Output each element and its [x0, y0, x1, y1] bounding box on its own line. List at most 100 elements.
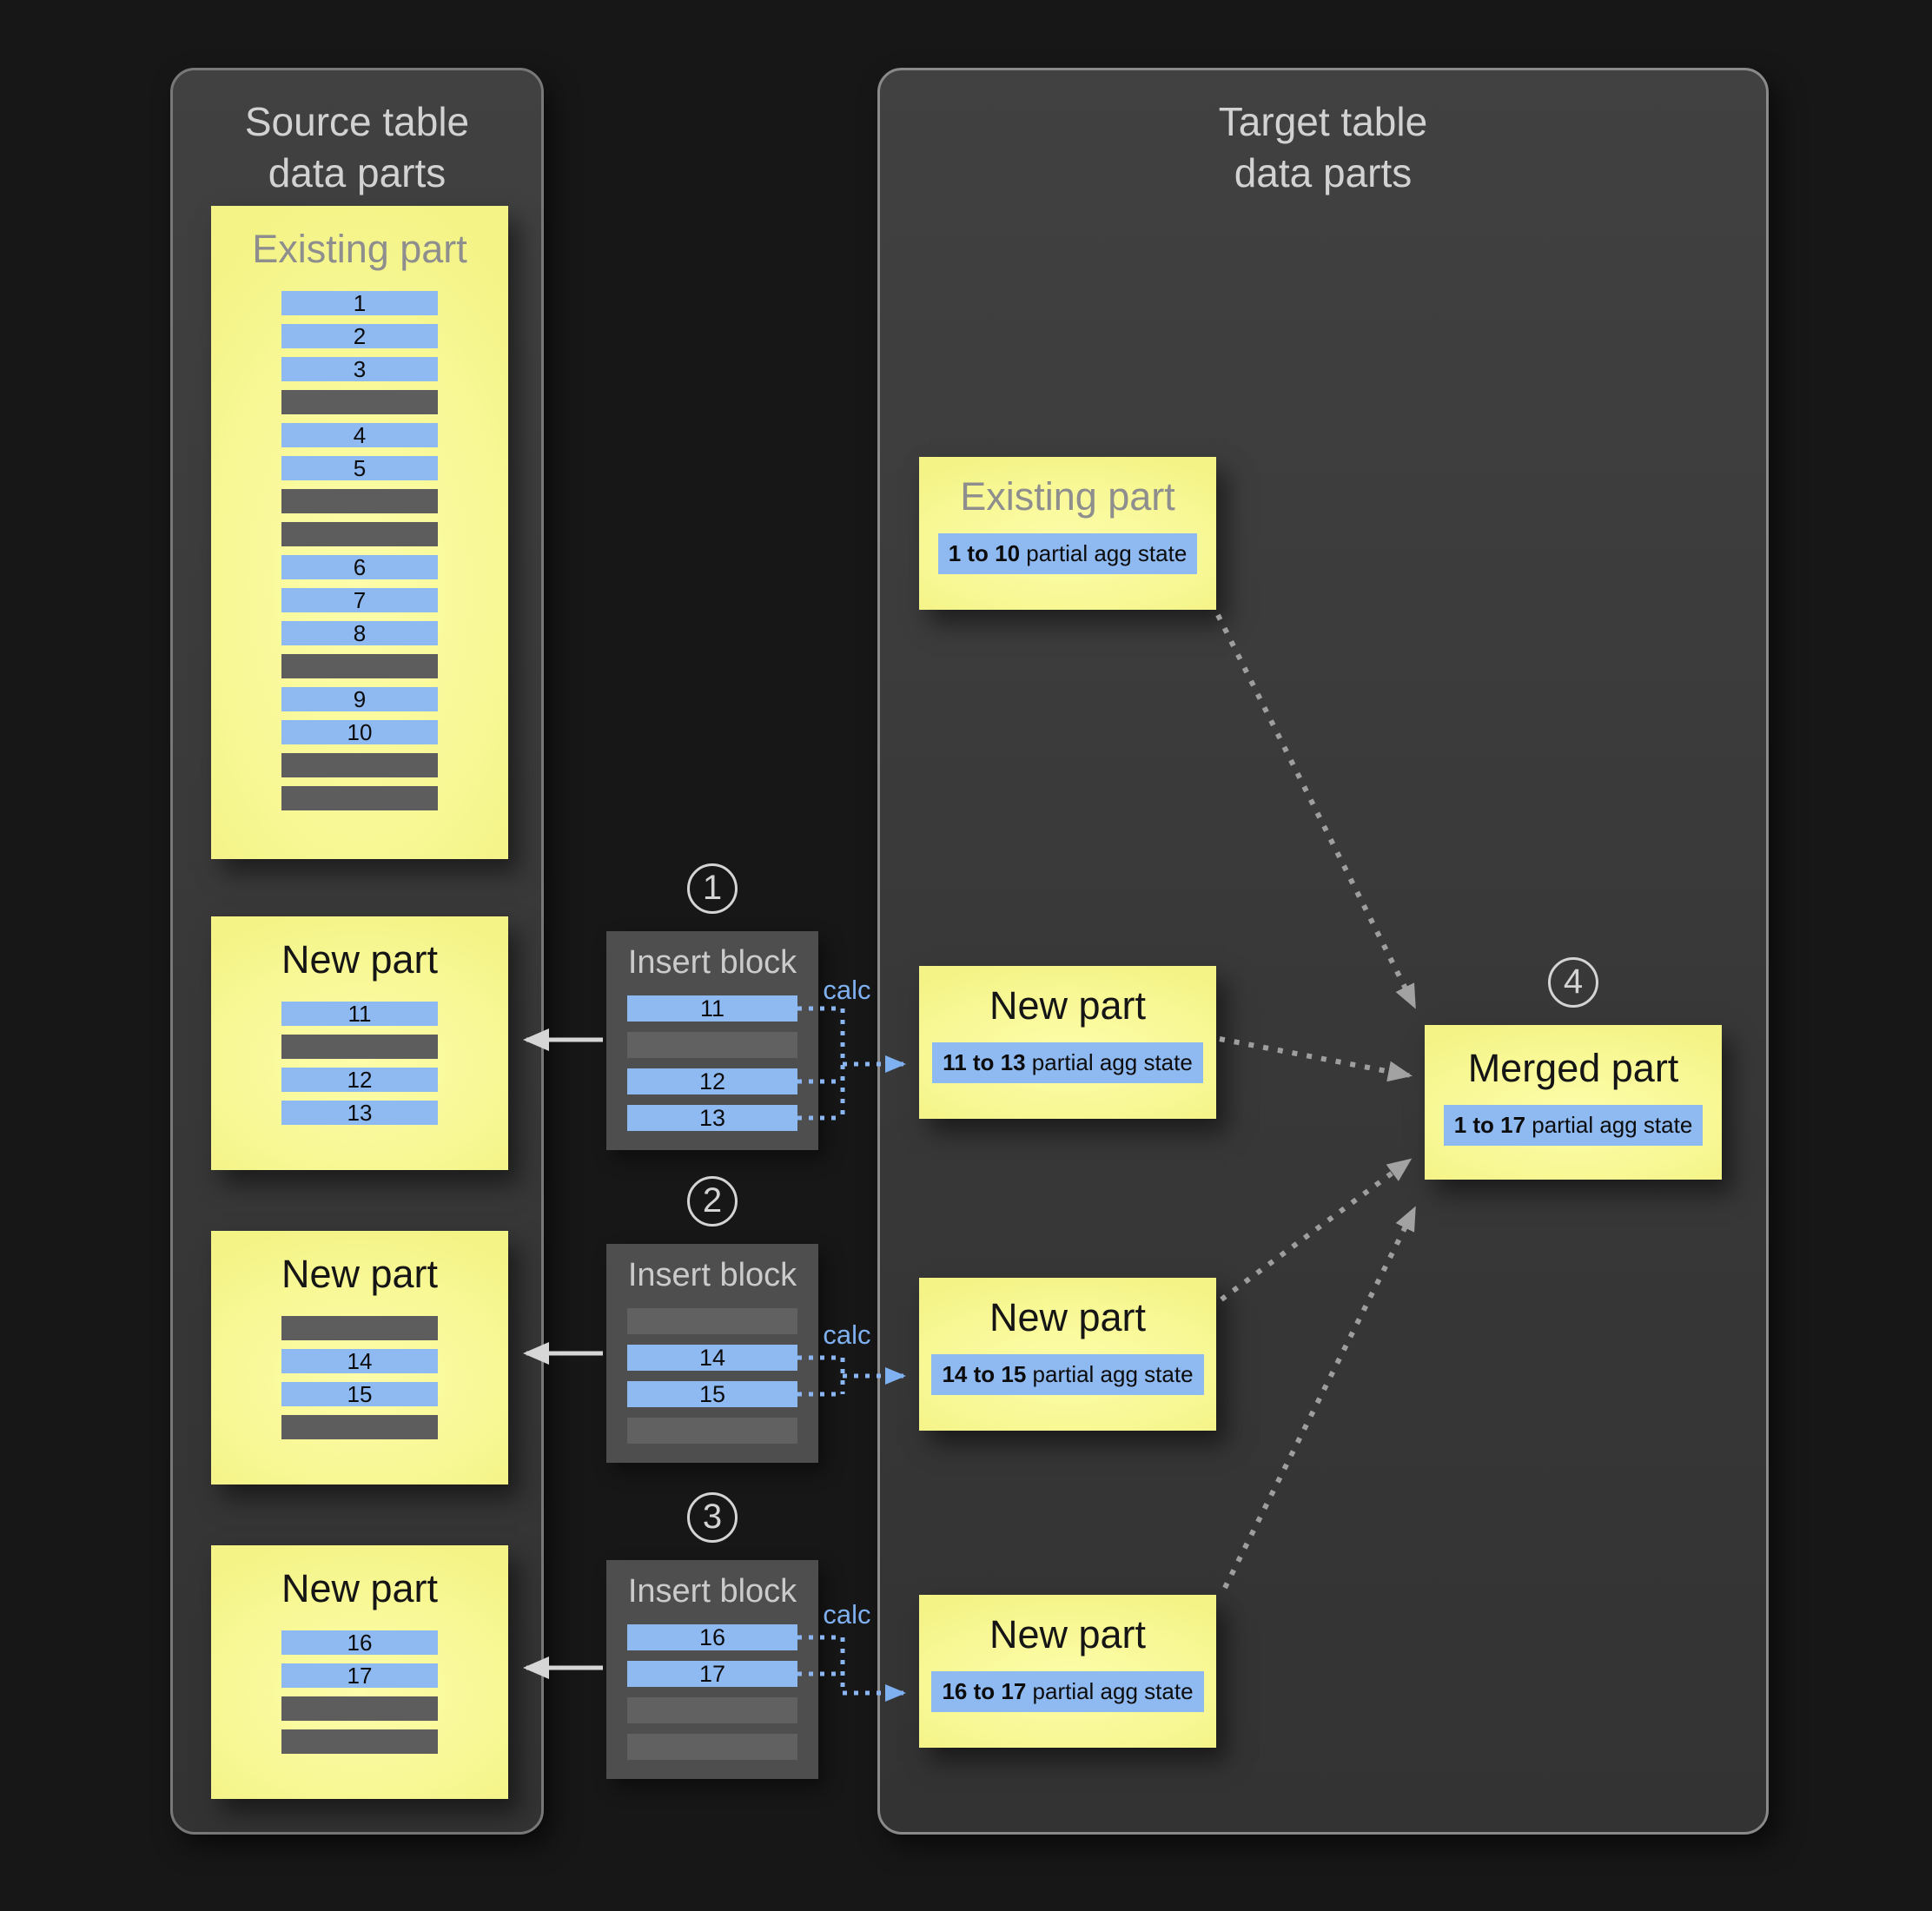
agg-badge-rest: partial agg state: [1026, 1361, 1194, 1387]
target-new-part-2-agg-badge: 14 to 15 partial agg state: [931, 1354, 1204, 1396]
gap-row: [627, 1733, 797, 1760]
source-new-part-1-title: New part: [281, 937, 439, 982]
source-existing-part: Existing part 1 2 3 4 5 6 7 8 9 10: [211, 206, 508, 859]
target-new-part-3: New part 16 to 17 partial agg state: [919, 1595, 1216, 1748]
data-row: 8: [281, 621, 438, 646]
gap-row: [281, 753, 438, 777]
gap-row: [281, 390, 438, 414]
target-existing-part-agg-badge: 1 to 10 partial agg state: [937, 533, 1198, 575]
data-row: 16: [627, 1623, 797, 1650]
agg-badge-range: 16 to 17: [942, 1678, 1027, 1704]
data-row: 12: [281, 1068, 438, 1093]
source-new-part-1-rows: 11 12 13: [211, 1002, 508, 1126]
data-row: 15: [627, 1380, 797, 1407]
data-row: 11: [627, 995, 797, 1022]
source-new-part-2-title: New part: [281, 1252, 439, 1296]
gap-row: [627, 1417, 797, 1444]
agg-badge-rest: partial agg state: [1025, 1049, 1193, 1075]
step-circle-2: 2: [687, 1176, 738, 1227]
target-new-part-1-title: New part: [989, 983, 1147, 1028]
agg-badge-rest: partial agg state: [1026, 1678, 1194, 1704]
calc-label-2: calc: [823, 1319, 871, 1350]
gap-row: [281, 654, 438, 678]
gap-row: [627, 1031, 797, 1058]
gap-row: [281, 1415, 438, 1439]
source-new-part-3-title: New part: [281, 1566, 439, 1610]
data-row: 11: [281, 1002, 438, 1027]
source-panel-title: Source table data parts: [173, 96, 541, 199]
target-new-part-1: New part 11 to 13 partial agg state: [919, 966, 1216, 1119]
target-new-part-3-title: New part: [989, 1612, 1147, 1656]
data-row: 17: [627, 1660, 797, 1687]
target-panel-title-line2: data parts: [1234, 149, 1413, 195]
agg-badge-range: 1 to 17: [1453, 1112, 1526, 1138]
data-row: 4: [281, 423, 438, 448]
target-merged-part-title: Merged part: [1467, 1046, 1679, 1090]
data-row: 12: [627, 1068, 797, 1094]
data-row: 14: [281, 1349, 438, 1374]
data-row: 10: [281, 720, 438, 745]
source-panel-title-line1: Source table: [244, 99, 470, 144]
target-new-part-3-agg-badge: 16 to 17 partial agg state: [931, 1671, 1204, 1713]
source-existing-part-rows: 1 2 3 4 5 6 7 8 9 10: [211, 291, 508, 810]
insert-block-3-title: Insert block: [627, 1573, 797, 1610]
gap-row: [281, 1696, 438, 1721]
data-row: 16: [281, 1630, 438, 1656]
agg-badge-rest: partial agg state: [1020, 540, 1188, 566]
data-row: 13: [281, 1101, 438, 1126]
target-new-part-1-agg-badge: 11 to 13 partial agg state: [932, 1042, 1203, 1084]
agg-badge-range: 1 to 10: [948, 540, 1021, 566]
gap-row: [627, 1307, 797, 1334]
gap-row: [627, 1696, 797, 1723]
target-merged-part: Merged part 1 to 17 partial agg state: [1425, 1025, 1722, 1180]
data-row: 7: [281, 588, 438, 613]
agg-badge-range: 11 to 13: [943, 1049, 1026, 1075]
gap-row: [281, 786, 438, 810]
agg-badge-range: 14 to 15: [942, 1361, 1027, 1387]
data-row: 15: [281, 1382, 438, 1407]
data-row: 1: [281, 291, 438, 316]
target-panel-title: Target table data parts: [880, 96, 1766, 199]
source-existing-part-title: Existing part: [252, 227, 467, 271]
target-panel: Target table data parts: [877, 68, 1769, 1835]
target-new-part-2: New part 14 to 15 partial agg state: [919, 1278, 1216, 1431]
calc-label-3: calc: [823, 1599, 871, 1630]
data-row: 9: [281, 687, 438, 712]
target-merged-part-agg-badge: 1 to 17 partial agg state: [1443, 1105, 1704, 1147]
step-circle-1: 1: [687, 863, 738, 914]
gap-row: [281, 522, 438, 546]
data-row: 14: [627, 1344, 797, 1371]
gap-row: [281, 1316, 438, 1340]
source-new-part-1: New part 11 12 13: [211, 916, 508, 1170]
data-row: 3: [281, 357, 438, 382]
insert-block-1-rows: 11 12 13: [606, 995, 818, 1131]
gap-row: [281, 1035, 438, 1059]
source-panel-title-line2: data parts: [268, 149, 447, 195]
target-existing-part: Existing part 1 to 10 partial agg state: [919, 457, 1216, 610]
agg-badge-rest: partial agg state: [1525, 1112, 1693, 1138]
step-circle-3: 3: [687, 1492, 738, 1543]
gap-row: [281, 1729, 438, 1754]
target-existing-part-title: Existing part: [960, 474, 1175, 519]
data-row: 2: [281, 324, 438, 349]
data-row: 17: [281, 1663, 438, 1689]
calc-label-1: calc: [823, 975, 871, 1005]
step-circle-4: 4: [1548, 957, 1598, 1008]
target-new-part-2-title: New part: [989, 1295, 1147, 1339]
data-row: 5: [281, 456, 438, 481]
data-row: 6: [281, 555, 438, 580]
insert-block-2-title: Insert block: [627, 1257, 797, 1293]
target-panel-title-line1: Target table: [1218, 99, 1428, 144]
data-row: 13: [627, 1104, 797, 1131]
